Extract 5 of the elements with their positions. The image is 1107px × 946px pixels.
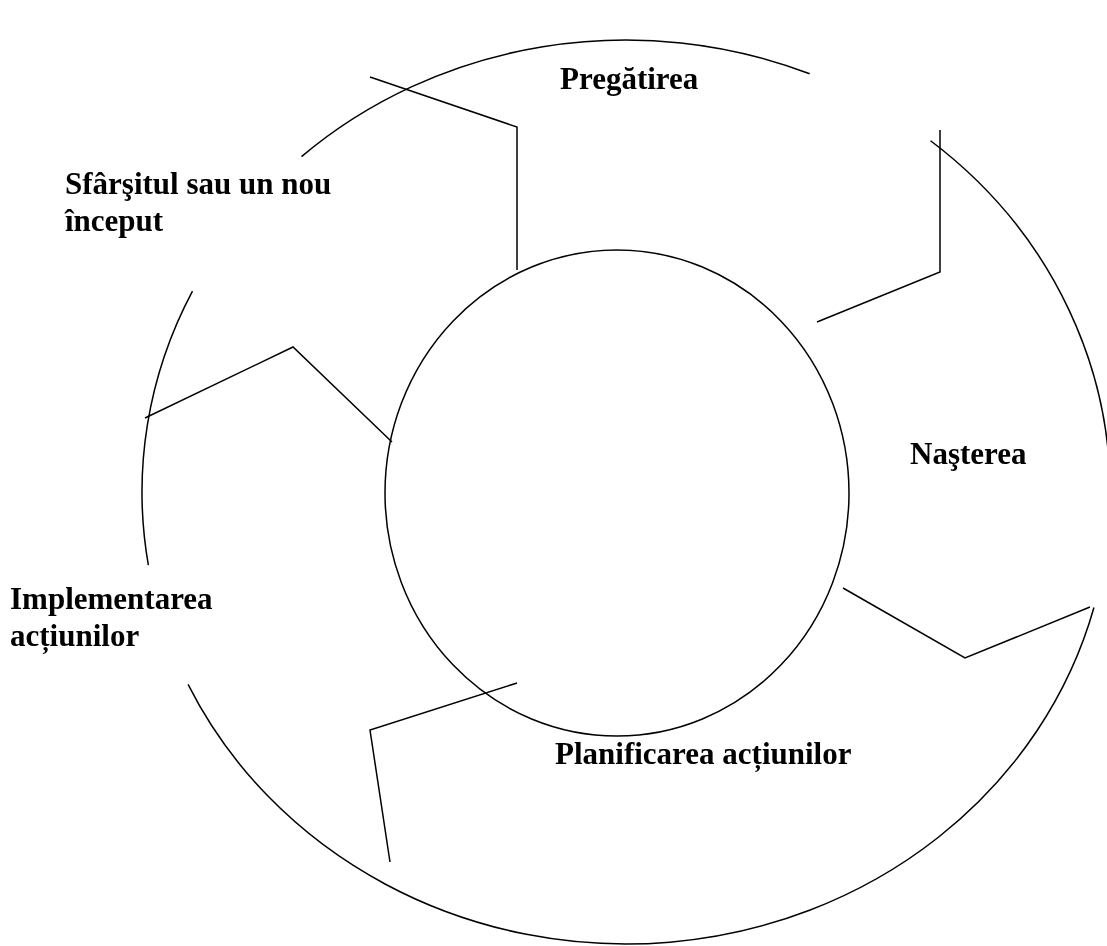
stage-label: Planificarea acțiunilor (555, 735, 853, 772)
stage-label: Implementarea acțiunilor (10, 580, 214, 654)
stage-label: Pregătirea (560, 60, 700, 97)
stage-label: Sfârşitul sau un nou început (65, 165, 333, 239)
stage-label: Naşterea (910, 435, 1028, 472)
